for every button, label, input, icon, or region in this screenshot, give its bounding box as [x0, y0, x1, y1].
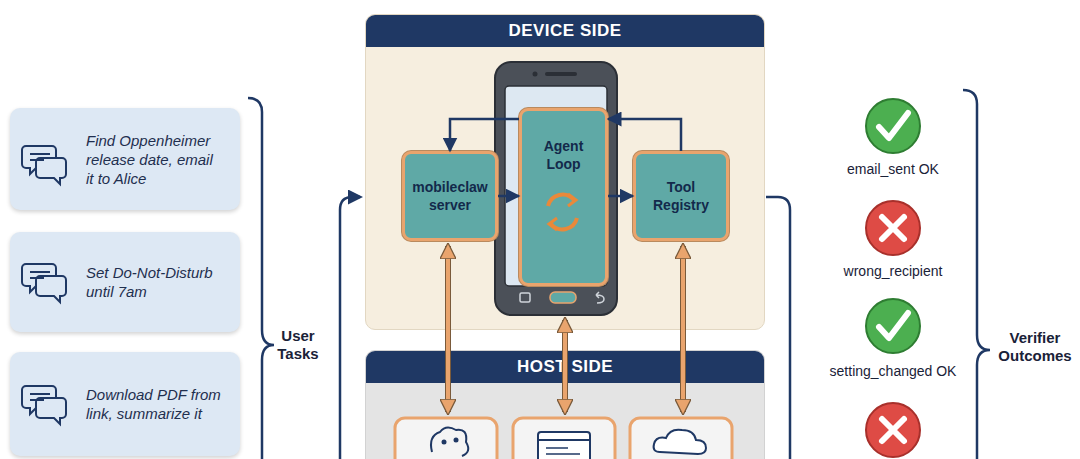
- phone-illustration: [495, 62, 617, 315]
- cross-icon: [866, 403, 920, 457]
- bracket: [766, 197, 790, 459]
- node-text: Find Oppenheimer release date, email it …: [86, 131, 214, 188]
- host-component: [395, 418, 497, 459]
- cross-icon: [866, 201, 920, 255]
- group-label: User Tasks: [270, 327, 326, 363]
- link-outline: [680, 246, 686, 412]
- bracket: [248, 98, 274, 459]
- bracket-arrow: [340, 197, 360, 459]
- process-box: Agent Loop: [519, 108, 608, 286]
- flow-arrow: [498, 195, 519, 198]
- outcome-label: setting_changed OK: [813, 362, 973, 380]
- process-box: Tool Registry: [633, 151, 729, 241]
- bracket: [963, 90, 990, 459]
- node-text: Download PDF from link, summarize it: [86, 385, 226, 423]
- device-host-link: [563, 320, 567, 412]
- node-text: Set Do-Not-Disturb until 7am: [86, 263, 228, 301]
- link-outline: [562, 320, 568, 412]
- flow-arrow: [608, 195, 633, 198]
- node-text: mobileclaw server: [408, 178, 492, 214]
- device-host-link: [446, 246, 450, 412]
- check-icon: [866, 99, 920, 153]
- group-label: Verifier Outcomes: [992, 329, 1078, 365]
- outcome-label: email_sent OK: [813, 160, 973, 178]
- outcome-label: wrong_recipient: [813, 262, 973, 280]
- check-icon: [866, 299, 920, 353]
- device-host-link: [681, 246, 685, 412]
- node-text: Agent Loop: [534, 137, 594, 173]
- host-component: [630, 418, 732, 459]
- panel-heading: DEVICE SIDE: [366, 15, 764, 47]
- link-outline: [445, 246, 451, 412]
- node-text: Tool Registry: [639, 178, 723, 214]
- process-box: mobileclaw server: [402, 151, 498, 241]
- host-component: [513, 418, 615, 459]
